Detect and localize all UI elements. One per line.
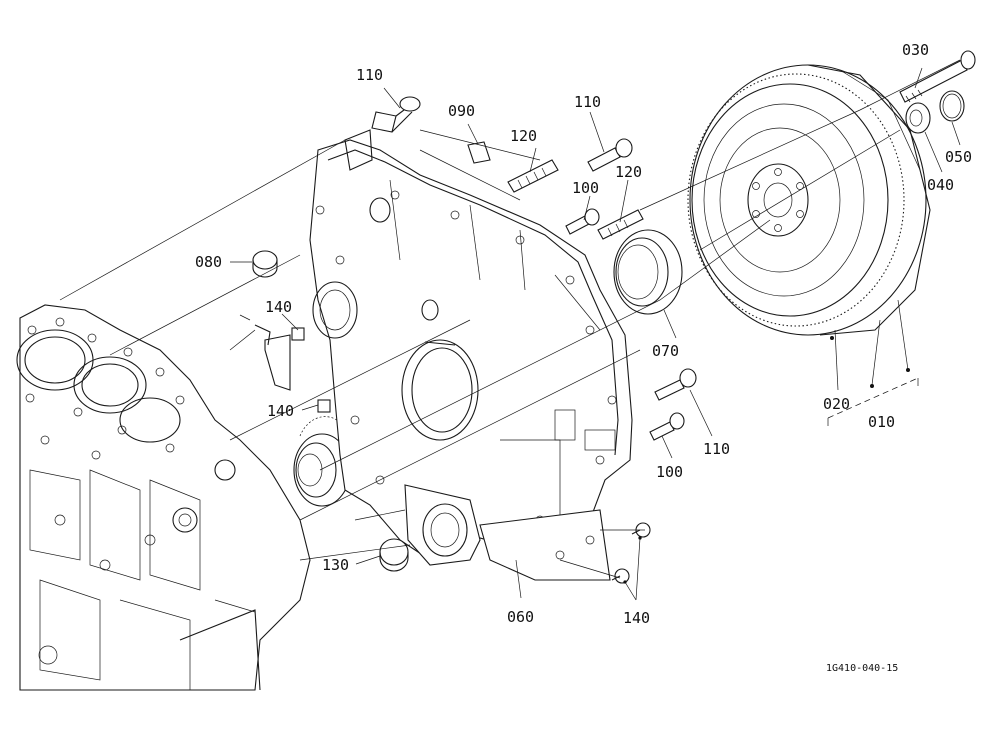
assembly-center-lines xyxy=(59,59,961,579)
label-080: 080 xyxy=(195,253,222,271)
label-090: 090 xyxy=(448,102,475,120)
label-060: 060 xyxy=(507,608,534,626)
flywheel-020 xyxy=(687,64,931,336)
label-010: 010 xyxy=(868,413,895,431)
label-110-top: 110 xyxy=(356,66,383,84)
plug-130 xyxy=(379,538,409,572)
label-140-lower: 140 xyxy=(623,609,650,627)
bearing-040 xyxy=(905,102,931,134)
stud-120-b xyxy=(597,209,644,240)
label-070: 070 xyxy=(652,342,679,360)
label-110-upper-right: 110 xyxy=(574,93,601,111)
label-120-top: 120 xyxy=(510,127,537,145)
bolt-100-a xyxy=(565,208,600,235)
flange-060 xyxy=(404,484,611,581)
engine-block xyxy=(16,304,354,691)
oil-seal-070 xyxy=(613,229,683,315)
bracket-140 xyxy=(254,324,331,413)
label-030: 030 xyxy=(902,41,929,59)
label-140-upper: 140 xyxy=(265,298,292,316)
label-100-upper: 100 xyxy=(572,179,599,197)
bolt-110-top xyxy=(371,96,421,133)
label-120-right: 120 xyxy=(615,163,642,181)
label-140-middle: 140 xyxy=(267,402,294,420)
bolt-110-c xyxy=(654,368,697,401)
stud-120-a xyxy=(507,159,559,193)
bolt-100-b xyxy=(649,412,685,441)
bolt-140-lower xyxy=(611,522,651,584)
label-130: 130 xyxy=(322,556,349,574)
label-050: 050 xyxy=(945,148,972,166)
label-100-lower: 100 xyxy=(656,463,683,481)
label-020: 020 xyxy=(823,395,850,413)
gear-case xyxy=(309,129,633,561)
snap-ring-050 xyxy=(939,90,965,122)
cap-080 xyxy=(252,250,278,278)
drawing-code: 1G410-040-15 xyxy=(826,663,898,674)
stud-090 xyxy=(467,141,491,164)
label-040: 040 xyxy=(927,176,954,194)
leader-lines xyxy=(230,67,961,601)
bolt-030 xyxy=(899,50,976,103)
bolt-110-b xyxy=(587,138,633,172)
label-110-lower: 110 xyxy=(703,440,730,458)
